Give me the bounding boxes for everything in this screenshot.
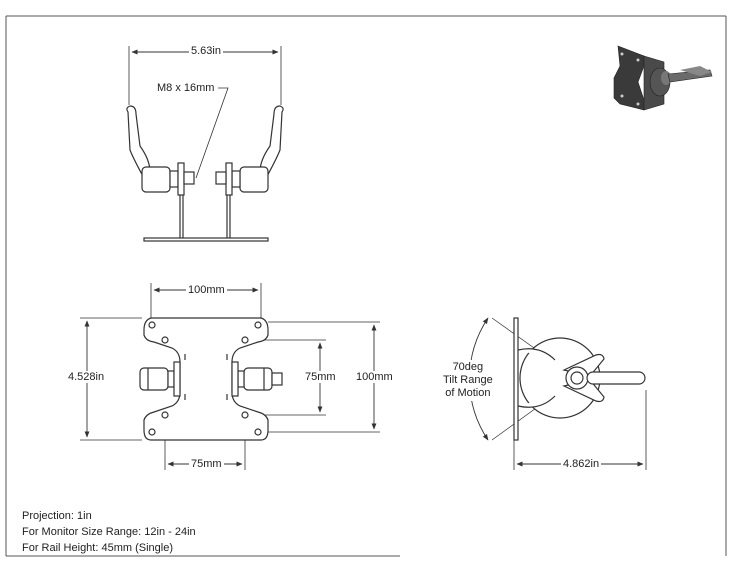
spec-notes: Projection: 1in For Monitor Size Range: … — [22, 508, 196, 556]
tilt-label-line-2: Tilt Range — [443, 374, 493, 386]
top-view — [126, 46, 284, 242]
tilt-label-line-1: 70deg — [452, 361, 484, 373]
fastener-label: M8 x 16mm — [157, 82, 215, 94]
front-height-label: 4.528in — [66, 371, 107, 383]
outer-height-label: 100mm — [354, 371, 395, 383]
sheet-border — [5, 15, 727, 557]
front-width-label: 100mm — [186, 284, 227, 296]
note-projection: Projection: 1in — [22, 510, 92, 522]
note-monitor-range: For Monitor Size Range: 12in - 24in — [22, 526, 196, 538]
note-rail-height: For Rail Height: 45mm (Single) — [22, 542, 173, 554]
fastener-leader — [195, 87, 229, 179]
bottom-width-label: 75mm — [189, 458, 224, 470]
tilt-label: 70deg Tilt Range of Motion — [440, 360, 496, 401]
tilt-label-line-3: of Motion — [445, 387, 491, 399]
side-view — [469, 317, 647, 470]
mount-render-image — [613, 45, 713, 111]
side-depth-label: 4.862in — [561, 458, 602, 470]
inner-height-label: 75mm — [303, 371, 338, 383]
top-width-label: 5.63in — [189, 45, 223, 57]
